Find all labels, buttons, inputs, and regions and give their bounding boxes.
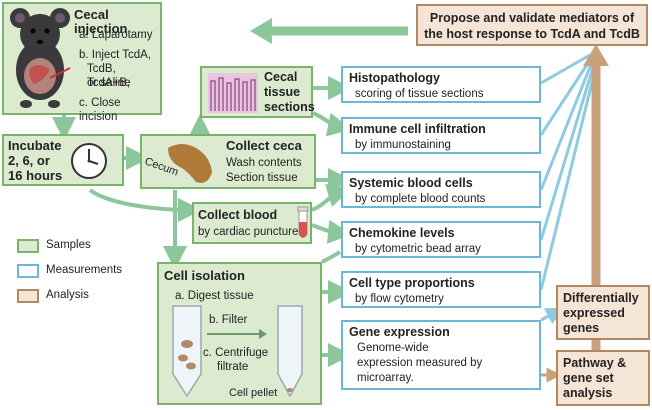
cecal-sections-line-1: Cecal [264,70,298,84]
clock-icon [71,143,107,179]
legend: Samples Measurements Analysis [12,235,152,305]
cecal-sections-line-3: sections [264,100,315,114]
diff-line-2: expressed [563,306,625,320]
cell-pellet-label: Cell pellet [229,387,278,399]
chemokine-box: Chemokine levels by cytometric bead arra… [341,221,541,258]
gene-expr-sub-1: Genome-wide [357,342,429,354]
cell-type-box: Cell type proportions by flow cytometry [341,271,541,308]
mouse-icon [10,8,71,108]
cecal-injection-box: Cecal injection a. Laparotamy b. Inject … [2,2,162,123]
diff-line-1: Differentially [563,291,639,305]
legend-samples-swatch [17,239,39,253]
cecal-sections-box: Cecal tissue sections [200,66,315,118]
pathway-analysis-box: Pathway & gene set analysis [556,350,650,406]
legend-measurements-label: Measurements [46,264,123,276]
incubate-line-3: 16 hours [8,168,63,183]
histopathology-sub: scoring of tissue sections [355,88,484,100]
path-line-3: analysis [563,386,613,400]
immune-sub: by immunostaining [355,139,451,151]
cecal-sections-line-2: tissue [264,85,301,99]
incubate-line-2: 2, 6, or [8,153,50,168]
collect-blood-box: Collect blood by cardiac puncture [192,202,312,244]
systemic-title: Systemic blood cells [349,176,473,190]
histopathology-title: Histopathology [349,71,440,85]
cecal-step-1: a. Laparotamy [79,29,153,41]
cecal-step-4: or saline [87,77,131,89]
cecum-icon [168,144,212,183]
chemokine-title: Chemokine levels [349,226,455,240]
immune-title: Immune cell infiltration [349,122,486,136]
path-line-2: gene set [563,371,614,385]
cell-type-sub: by flow cytometry [355,293,444,305]
cell-iso-step-4: filtrate [217,361,249,373]
collect-blood-title: Collect blood [198,208,278,222]
systemic-sub: by complete blood counts [355,193,486,205]
diff-line-3: genes [563,321,600,335]
tissue-image-icon [208,73,258,113]
immune-infiltration-box: Immune cell infiltration by immunostaini… [341,117,541,154]
incubate-box: Incubate 2, 6, or 16 hours [2,134,124,186]
legend-samples-label: Samples [46,239,91,251]
propose-line-2: the host response to TcdA and TcdB [424,27,640,41]
incubate-line-1: Incubate [8,138,62,153]
histopathology-box: Histopathology scoring of tissue section… [341,66,541,103]
cell-iso-step-3: c. Centrifuge [203,347,269,359]
chemokine-sub: by cytometric bead array [355,243,481,255]
propose-line-1: Propose and validate mediators of [429,11,635,25]
systemic-blood-box: Systemic blood cells by complete blood c… [341,171,541,208]
cell-isolation-title: Cell isolation [164,268,245,283]
path-line-1: Pathway & [563,356,627,370]
cell-iso-step-2: b. Filter [209,314,248,326]
collect-ceca-line-1: Wash contents [226,157,302,169]
gene-expression-box: Gene expression Genome-wide expression m… [341,320,541,390]
gene-expr-sub-2: expression measured by [357,357,483,369]
diff-expressed-box: Differentially expressed genes [556,285,650,340]
tube-with-tissue-icon [172,305,202,398]
tube-pellet-icon [277,305,303,398]
collect-blood-sub: by cardiac puncture [198,226,299,238]
cecal-step-3: TcdB, TcdA+B, [87,63,131,89]
cell-isolation-box: Cell isolation a. Digest tissue b. Filte… [157,262,322,405]
process-arrow-icon [207,329,267,339]
gene-expr-title: Gene expression [349,325,450,339]
cell-type-title: Cell type proportions [349,276,475,290]
cecal-injection-title: Cecal injection [74,7,128,36]
legend-measurements-swatch [17,264,39,278]
cecal-step-5: c. Close incision [79,97,121,123]
cell-iso-step-1: a. Digest tissue [175,290,254,302]
legend-analysis-swatch [17,289,39,303]
gene-expr-sub-3: microarray. [357,372,414,384]
collect-ceca-box: Cecum Collect ceca Wash contents Section… [140,134,316,189]
propose-validate-box: Propose and validate mediators of the ho… [416,4,648,46]
collect-ceca-line-2: Section tissue [226,172,298,184]
blood-tube-icon [297,206,309,238]
cecal-step-2: b. Inject TcdA, [79,49,152,61]
legend-analysis-label: Analysis [46,289,89,301]
collect-ceca-title: Collect ceca [226,138,302,153]
